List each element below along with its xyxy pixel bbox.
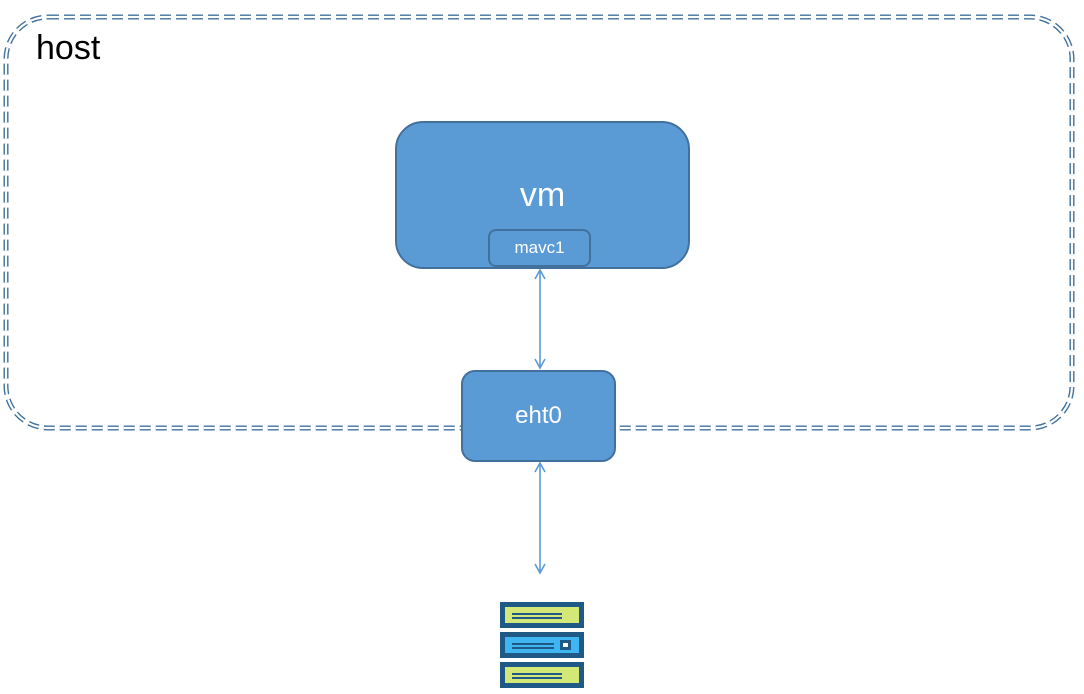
eth-node[interactable]: eht0 <box>461 370 616 462</box>
host-label: host <box>36 29 101 67</box>
host-boundary <box>3 14 1075 431</box>
vm-nic-node[interactable]: mavc1 <box>488 229 591 267</box>
vm-label: vm <box>519 176 566 214</box>
eth-label: eht0 <box>515 402 562 429</box>
server-rack-icon <box>500 602 584 688</box>
vm-nic-label: mavc1 <box>514 238 565 257</box>
